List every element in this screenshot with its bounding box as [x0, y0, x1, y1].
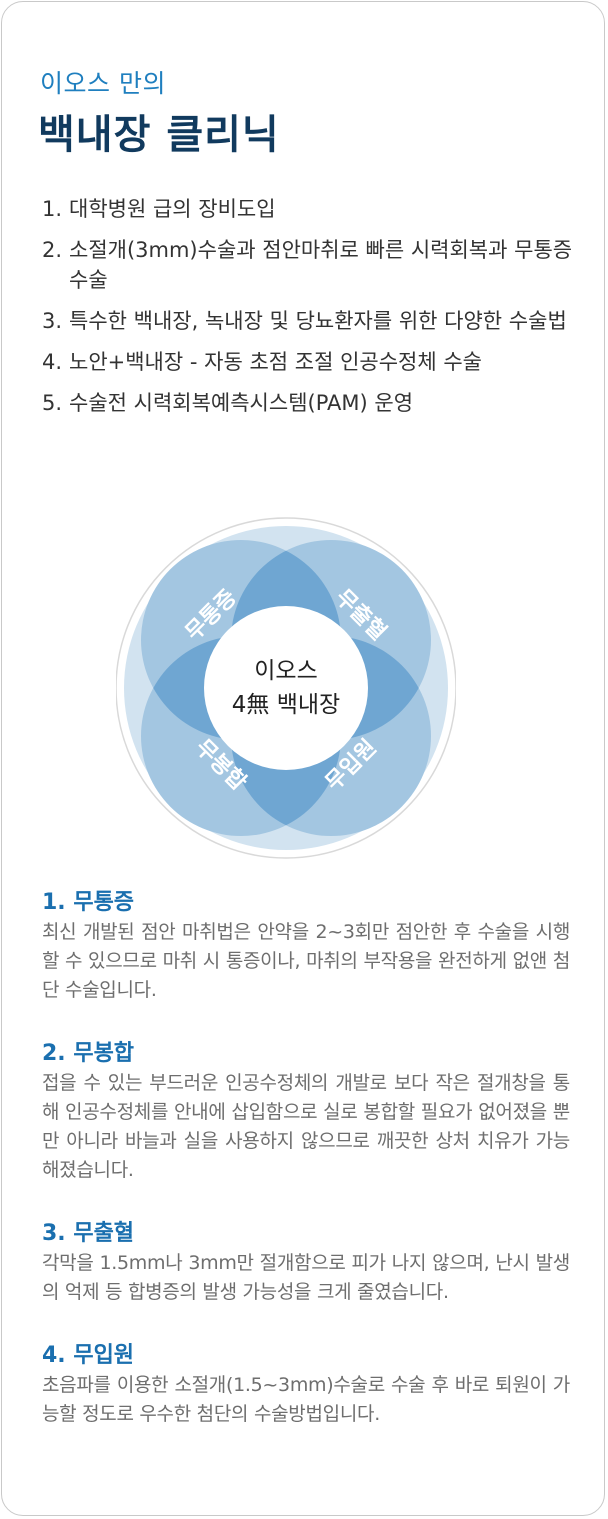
feature-item: 2.소절개(3mm)수술과 점안마취로 빠른 시력회복과 무통증수술 — [42, 238, 573, 292]
feature-list: 1.대학병원 급의 장비도입 2.소절개(3mm)수술과 점안마취로 빠른 시력… — [42, 194, 582, 429]
benefit-sections: 1. 무통증 최신 개발된 점안 마취법은 안약을 2~3회만 점안한 후 수술… — [42, 888, 570, 1463]
feature-item: 3.특수한 백내장, 녹내장 및 당뇨환자를 위한 다양한 수술법 — [42, 309, 567, 333]
benefit-section: 2. 무봉합 접을 수 있는 부드러운 인공수정체의 개발로 보다 작은 절개창… — [42, 1039, 570, 1185]
benefit-section: 4. 무입원 초음파를 이용한 소절개(1.5~3mm)수술로 수술 후 바로 … — [42, 1341, 570, 1429]
center-circle — [204, 606, 368, 770]
clinic-title: 백내장 클리닉 — [38, 112, 280, 158]
benefit-section: 3. 무출혈 각막을 1.5mm나 3mm만 절개함으로 피가 나지 않으며, … — [42, 1219, 570, 1307]
benefit-section: 1. 무통증 최신 개발된 점안 마취법은 안약을 2~3회만 점안한 후 수술… — [42, 888, 570, 1005]
section-body: 접을 수 있는 부드러운 인공수정체의 개발로 보다 작은 절개창을 통해 인공… — [42, 1072, 570, 1181]
section-body: 각막을 1.5mm나 3mm만 절개함으로 피가 나지 않으며, 난시 발생의 … — [42, 1252, 570, 1303]
section-body: 초음파를 이용한 소절개(1.5~3mm)수술로 수술 후 바로 퇴원이 가능할… — [42, 1374, 570, 1425]
four-no-diagram: 이오스 4無 백내장 무통증 무출혈 무봉합 무입원 — [115, 510, 457, 870]
section-body: 최신 개발된 점안 마취법은 안약을 2~3회만 점안한 후 수술을 시행할 수… — [42, 921, 570, 1001]
center-text-line1: 이오스 — [254, 658, 317, 684]
center-text-line2: 4無 백내장 — [232, 692, 340, 718]
section-title: 2. 무봉합 — [42, 1041, 135, 1066]
feature-item: 4.노안+백내장 - 자동 초점 조절 인공수정체 수술 — [42, 350, 482, 374]
section-title: 1. 무통증 — [42, 890, 135, 915]
four-no-diagram-svg: 이오스 4無 백내장 무통증 무출혈 무봉합 무입원 — [115, 517, 457, 859]
section-title: 4. 무입원 — [42, 1343, 135, 1368]
section-title: 3. 무출혈 — [42, 1221, 135, 1246]
feature-item: 1.대학병원 급의 장비도입 — [42, 197, 276, 221]
feature-item: 5.수술전 시력회복예측시스템(PAM) 운영 — [42, 391, 414, 415]
clinic-subtitle: 이오스 만의 — [40, 69, 166, 98]
